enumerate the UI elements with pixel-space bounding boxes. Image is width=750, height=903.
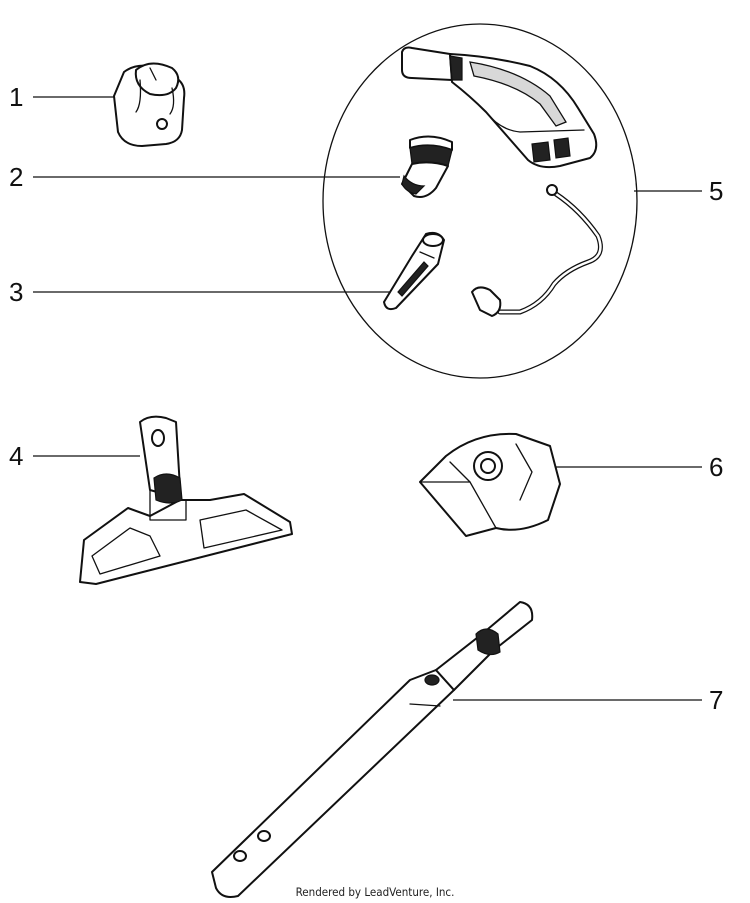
part-5-flexible-hose[interactable] [471,184,603,317]
part-2-dusting-brush[interactable] [401,135,453,198]
callout-1[interactable]: 1 [9,82,23,112]
callout-5[interactable]: 5 [709,176,723,206]
callout-7[interactable]: 7 [709,685,723,715]
part-5-hose-handle[interactable] [401,46,598,169]
part-4-floor-nozzle[interactable] [79,415,293,585]
callout-4[interactable]: 4 [9,441,23,471]
part-3-crevice-tool[interactable] [383,231,445,311]
part-6-filter-bag[interactable] [419,432,561,537]
footer-credit: Rendered by LeadVenture, Inc. [295,885,455,899]
part-1-wall-mount[interactable] [113,62,186,147]
part-7-extension-wand[interactable] [211,601,534,898]
callout-2[interactable]: 2 [9,162,23,192]
accessory-kit-outline [322,23,638,379]
callout-3[interactable]: 3 [9,277,23,307]
callout-6[interactable]: 6 [709,452,723,482]
